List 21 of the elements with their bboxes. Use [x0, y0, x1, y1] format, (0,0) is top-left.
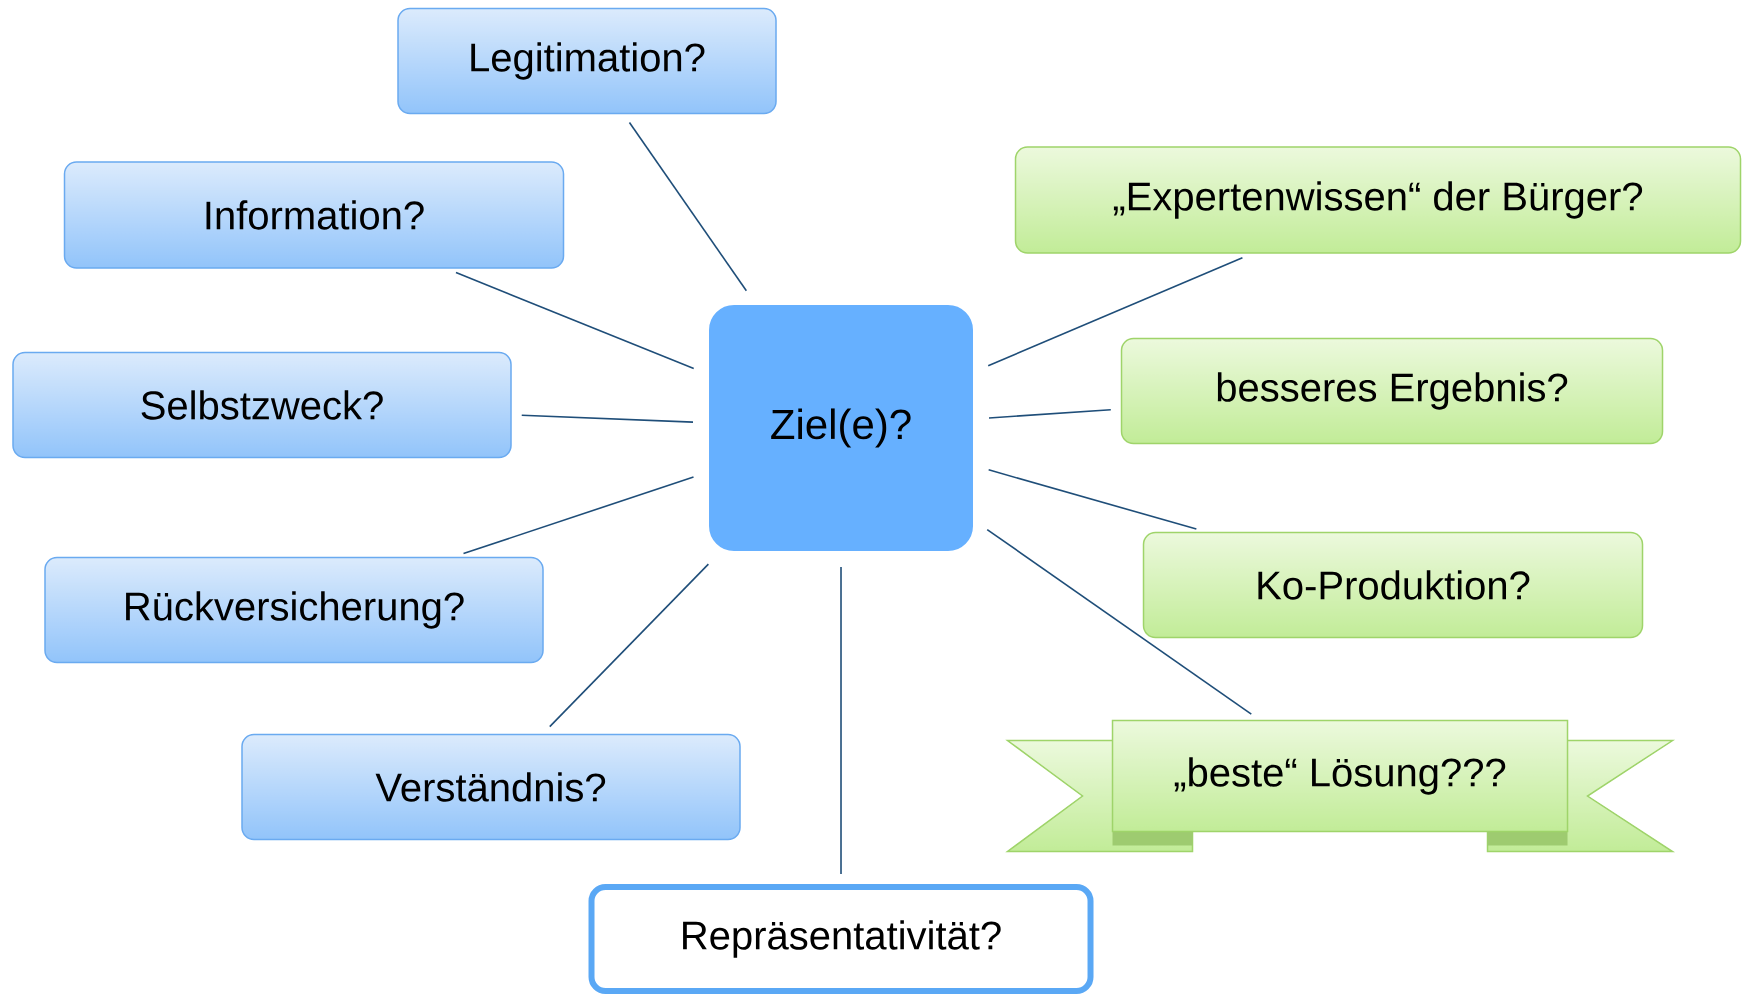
topic-box: Selbstzweck?	[12, 351, 512, 459]
topic-box: Rückversicherung?	[44, 556, 544, 664]
topic-box: Repräsentativität?	[588, 884, 1094, 994]
connector-line	[987, 256, 1244, 367]
connector-line	[840, 566, 842, 875]
connector-line	[986, 528, 1253, 715]
connector-line	[520, 414, 694, 423]
topic-box: Information?	[63, 161, 565, 269]
topic-box: besseres Ergebnis?	[1120, 337, 1664, 445]
connector-line	[988, 408, 1112, 419]
topic-box: „Expertenwissen“ der Bürger?	[1014, 146, 1742, 254]
ribbon-banner: „beste“ Lösung???	[1005, 719, 1676, 853]
connector-line	[987, 469, 1198, 530]
connector-line	[462, 476, 695, 555]
connector-line	[548, 563, 710, 728]
connector-line	[628, 121, 748, 292]
topic-box: Legitimation?	[397, 7, 777, 115]
center-box: Ziel(e)?	[703, 299, 979, 557]
topic-box: Ko-Produktion?	[1142, 531, 1644, 639]
connector-line	[455, 271, 695, 370]
topic-box: Verständnis?	[241, 733, 741, 841]
